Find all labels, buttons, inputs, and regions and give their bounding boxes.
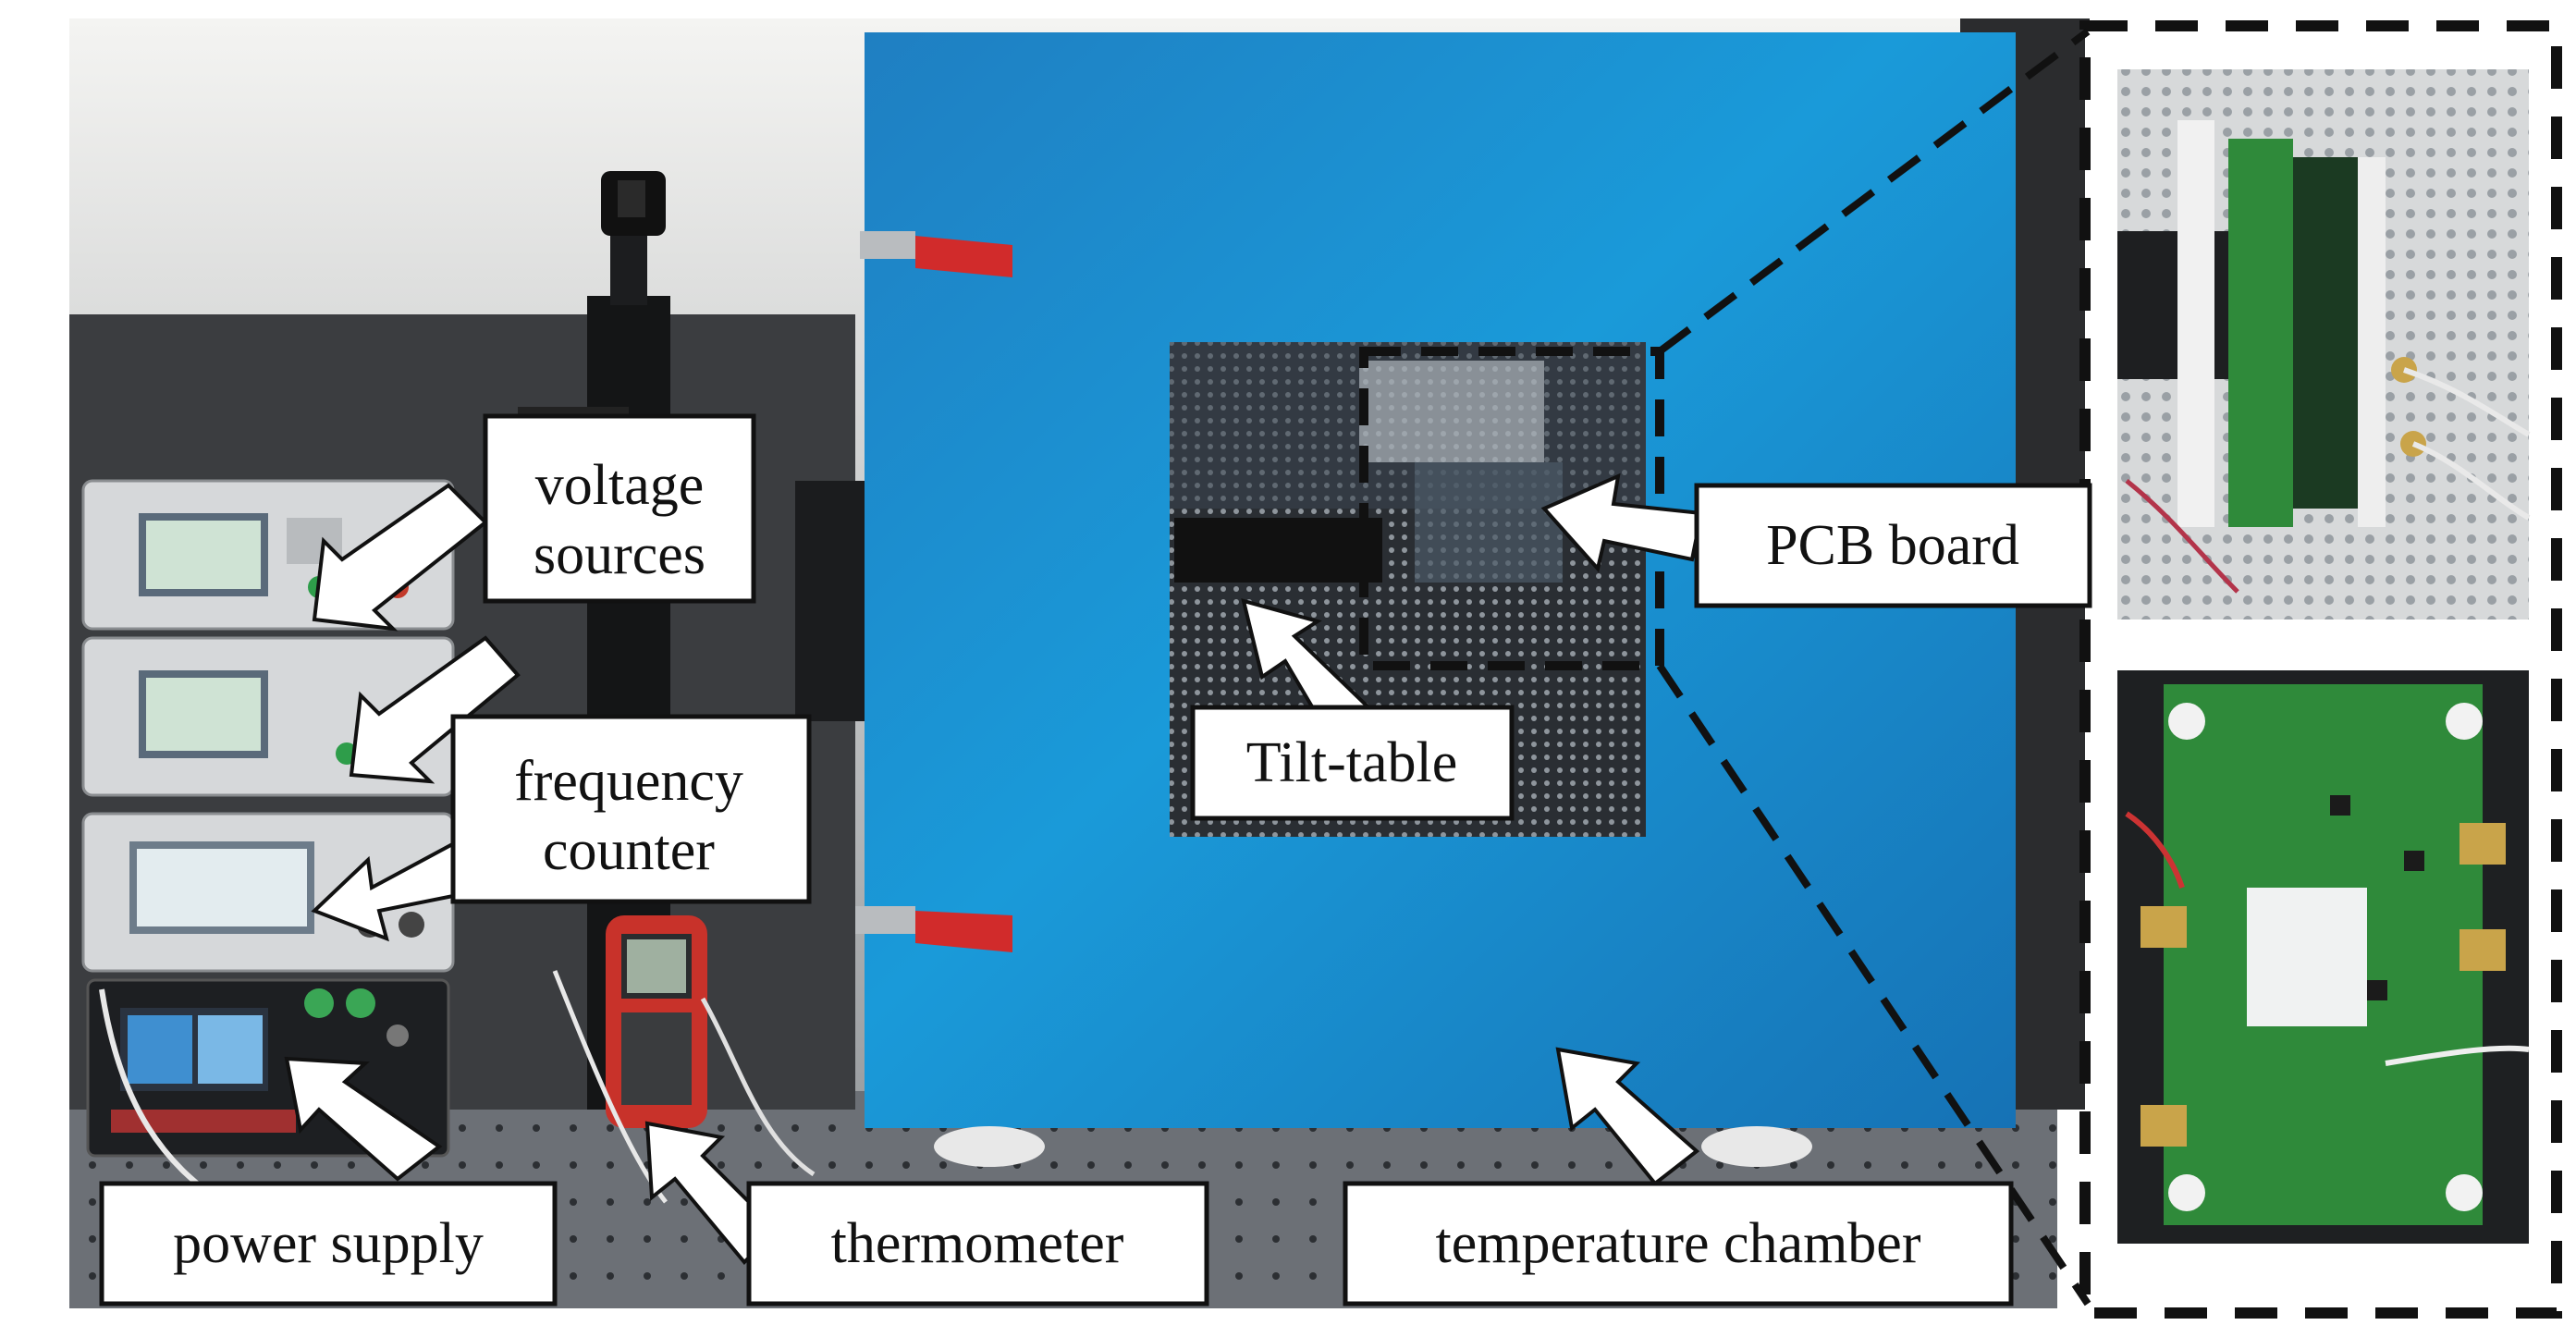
label-temperature-chamber-text: temperature chamber: [1436, 1212, 1921, 1275]
label-thermometer-text: thermometer: [831, 1212, 1124, 1275]
label-voltage-sources-line1: voltage: [535, 454, 705, 517]
label-tilt-table: Tilt-table: [1190, 705, 1515, 821]
label-voltage-sources-line2: sources: [534, 523, 705, 586]
label-power-supply-text: power supply: [173, 1212, 484, 1275]
thermometer-device: [606, 915, 707, 1128]
label-frequency-counter-line2: counter: [543, 819, 715, 882]
arrow-voltage-source-1: [312, 483, 489, 632]
arrow-voltage-source-2: [349, 635, 521, 784]
zoom-indicator: [1359, 28, 2091, 1307]
arrow-power-supply: [284, 1056, 443, 1182]
label-frequency-counter: frequency counter: [450, 714, 812, 904]
label-pcb-board: PCB board: [1694, 483, 2092, 608]
frequency-counter-unit: [81, 812, 455, 973]
arrow-pcb-board: [1540, 472, 1704, 573]
door-latch-bottom: [855, 906, 1012, 952]
arrow-thermometer: [644, 1121, 779, 1265]
inset-photo-pcb-mounted: [2117, 69, 2531, 620]
inset-photo-pcb-top: [2117, 670, 2530, 1244]
label-voltage-sources: voltage sources: [483, 413, 756, 604]
label-temperature-chamber: temperature chamber: [1343, 1181, 2014, 1307]
label-thermometer: thermometer: [746, 1181, 1209, 1307]
label-tilt-table-text: Tilt-table: [1246, 731, 1458, 794]
label-frequency-counter-line1: frequency: [514, 750, 743, 813]
label-pcb-board-text: PCB board: [1766, 514, 2019, 577]
tilt-table-platform: [1174, 518, 1382, 583]
door-latch-top: [860, 231, 1012, 277]
label-power-supply: power supply: [99, 1181, 558, 1307]
arrow-temperature-chamber: [1555, 1047, 1700, 1186]
inset-panel: [2079, 20, 2562, 1319]
